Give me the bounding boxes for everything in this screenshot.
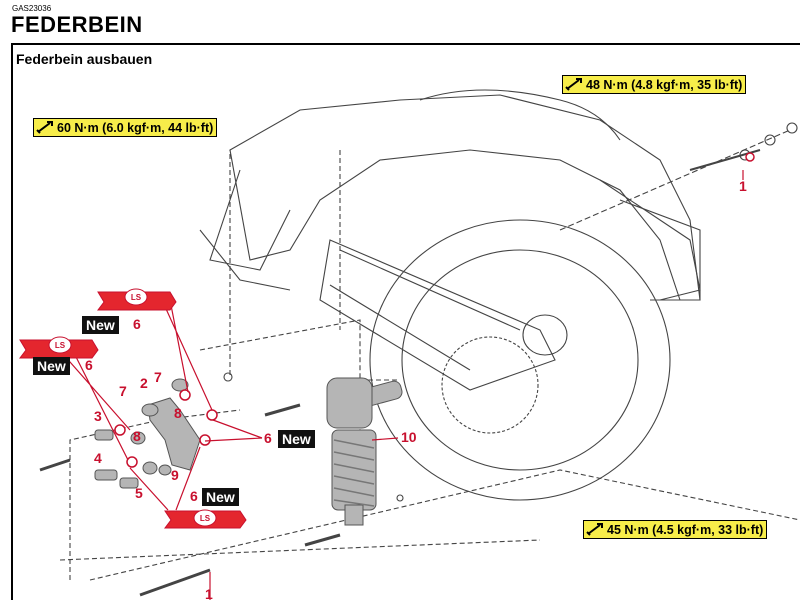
torque-value: 48 N·m (4.8 kgf·m, 35 lb·ft) [586, 77, 743, 92]
part-number-7: 7 [154, 369, 162, 385]
part-number-6: 6 [85, 357, 93, 373]
shock-rod [344, 504, 364, 526]
ls-label: LS [131, 293, 142, 302]
part-number-6: 6 [133, 316, 141, 332]
part-number-8: 8 [174, 405, 182, 421]
part-number-9: 9 [171, 467, 179, 483]
ls-label: LS [55, 341, 66, 350]
shock-spring [331, 429, 377, 511]
torque-label-48nm: 48 N·m (4.8 kgf·m, 35 lb·ft) [562, 75, 747, 94]
section-title: Federbein ausbauen [16, 51, 153, 67]
part-number-5: 5 [135, 485, 143, 501]
part-number-6: 6 [264, 430, 272, 446]
torque-value: 60 N·m (6.0 kgf·m, 44 lb·ft) [57, 120, 214, 135]
new-tag: New [33, 357, 70, 375]
torque-value: 45 N·m (4.5 kgf·m, 33 lb·ft) [607, 522, 764, 537]
part-number-4: 4 [94, 450, 102, 466]
swingarm [319, 239, 556, 391]
torque-wrench-icon [565, 78, 582, 91]
section-frame [11, 43, 800, 600]
bolt-bottom [139, 568, 211, 597]
torque-wrench-icon [586, 523, 603, 536]
part-number-8: 8 [133, 428, 141, 444]
new-tag: New [278, 430, 315, 448]
part-number-2: 2 [140, 375, 148, 391]
bolt-upper [264, 403, 301, 417]
ls-label: LS [200, 514, 211, 523]
rear-rim [401, 249, 639, 471]
seat-cowl [229, 94, 701, 301]
rear-tire [369, 219, 671, 501]
rear-fender [619, 199, 701, 301]
torque-label-45nm: 45 N·m (4.5 kgf·m, 33 lb·ft) [583, 520, 768, 539]
axle-line [559, 129, 791, 231]
part-number-1: 1 [205, 586, 213, 602]
rear-hub [522, 314, 568, 356]
sprocket [441, 336, 539, 434]
part-number-10: 10 [401, 429, 417, 445]
part-number-7: 7 [119, 383, 127, 399]
new-tag: New [82, 316, 119, 334]
torque-label-60nm: 60 N·m (6.0 kgf·m, 44 lb·ft) [33, 118, 218, 137]
part-number-3: 3 [94, 408, 102, 424]
relay-arm [147, 397, 201, 471]
new-tag: New [202, 488, 239, 506]
torque-wrench-icon [36, 121, 53, 134]
page-title: FEDERBEIN [11, 12, 143, 37]
part-number-1: 1 [739, 178, 747, 194]
shock-body [326, 377, 373, 429]
part-number-6: 6 [190, 488, 198, 504]
bolt-3 [39, 458, 71, 472]
document-code: GAS23036 [12, 4, 52, 13]
bolt-lower [304, 533, 341, 547]
